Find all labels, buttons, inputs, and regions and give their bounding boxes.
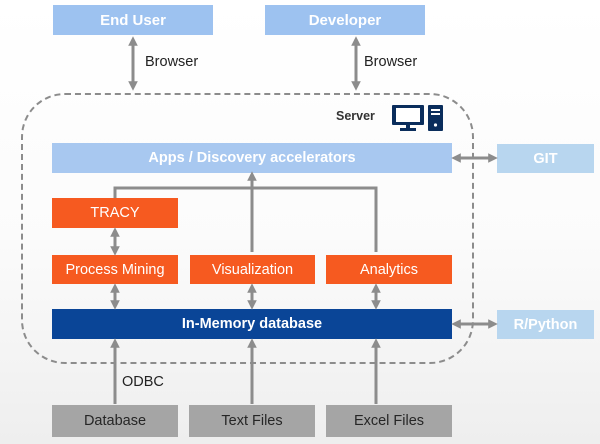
odbc-label: ODBC: [122, 374, 164, 390]
browser-label-right: Browser: [364, 54, 418, 70]
apps-discovery-accelerators-bar: Apps / Discovery accelerators: [52, 143, 452, 173]
text-files-source-box: Text Files: [189, 405, 315, 437]
visualization-label: Visualization: [211, 261, 294, 278]
tracy-label: TRACY: [90, 205, 140, 221]
database-source-box: Database: [52, 405, 178, 437]
in-memory-database-label: In-Memory database: [181, 316, 323, 332]
git-label: GIT: [533, 150, 558, 167]
apps-bus: [113, 186, 378, 252]
visualization-box: Visualization: [190, 255, 315, 284]
server-label: Server: [336, 109, 375, 123]
analytics-label: Analytics: [359, 261, 419, 278]
developer-box: Developer: [265, 5, 425, 35]
apps-bar-label: Apps / Discovery accelerators: [148, 150, 356, 166]
r-python-label: R/Python: [513, 316, 578, 333]
end-user-box: End User: [53, 5, 213, 35]
server-computer-icon: [392, 105, 443, 131]
server-boundary: [21, 93, 474, 364]
database-source-label: Database: [83, 413, 147, 429]
analytics-box: Analytics: [326, 255, 452, 284]
git-box: GIT: [497, 144, 594, 173]
process-mining-box: Process Mining: [52, 255, 178, 284]
process-mining-label: Process Mining: [65, 261, 165, 278]
excel-files-source-box: Excel Files: [326, 405, 452, 437]
browser-label-left: Browser: [145, 54, 199, 70]
excel-files-source-label: Excel Files: [353, 413, 425, 429]
in-memory-database-bar: In-Memory database: [52, 309, 452, 339]
developer-label: Developer: [308, 11, 382, 29]
r-python-box: R/Python: [497, 310, 594, 339]
end-user-label: End User: [100, 11, 166, 29]
tracy-box: TRACY: [52, 198, 178, 228]
text-files-source-label: Text Files: [221, 413, 283, 429]
